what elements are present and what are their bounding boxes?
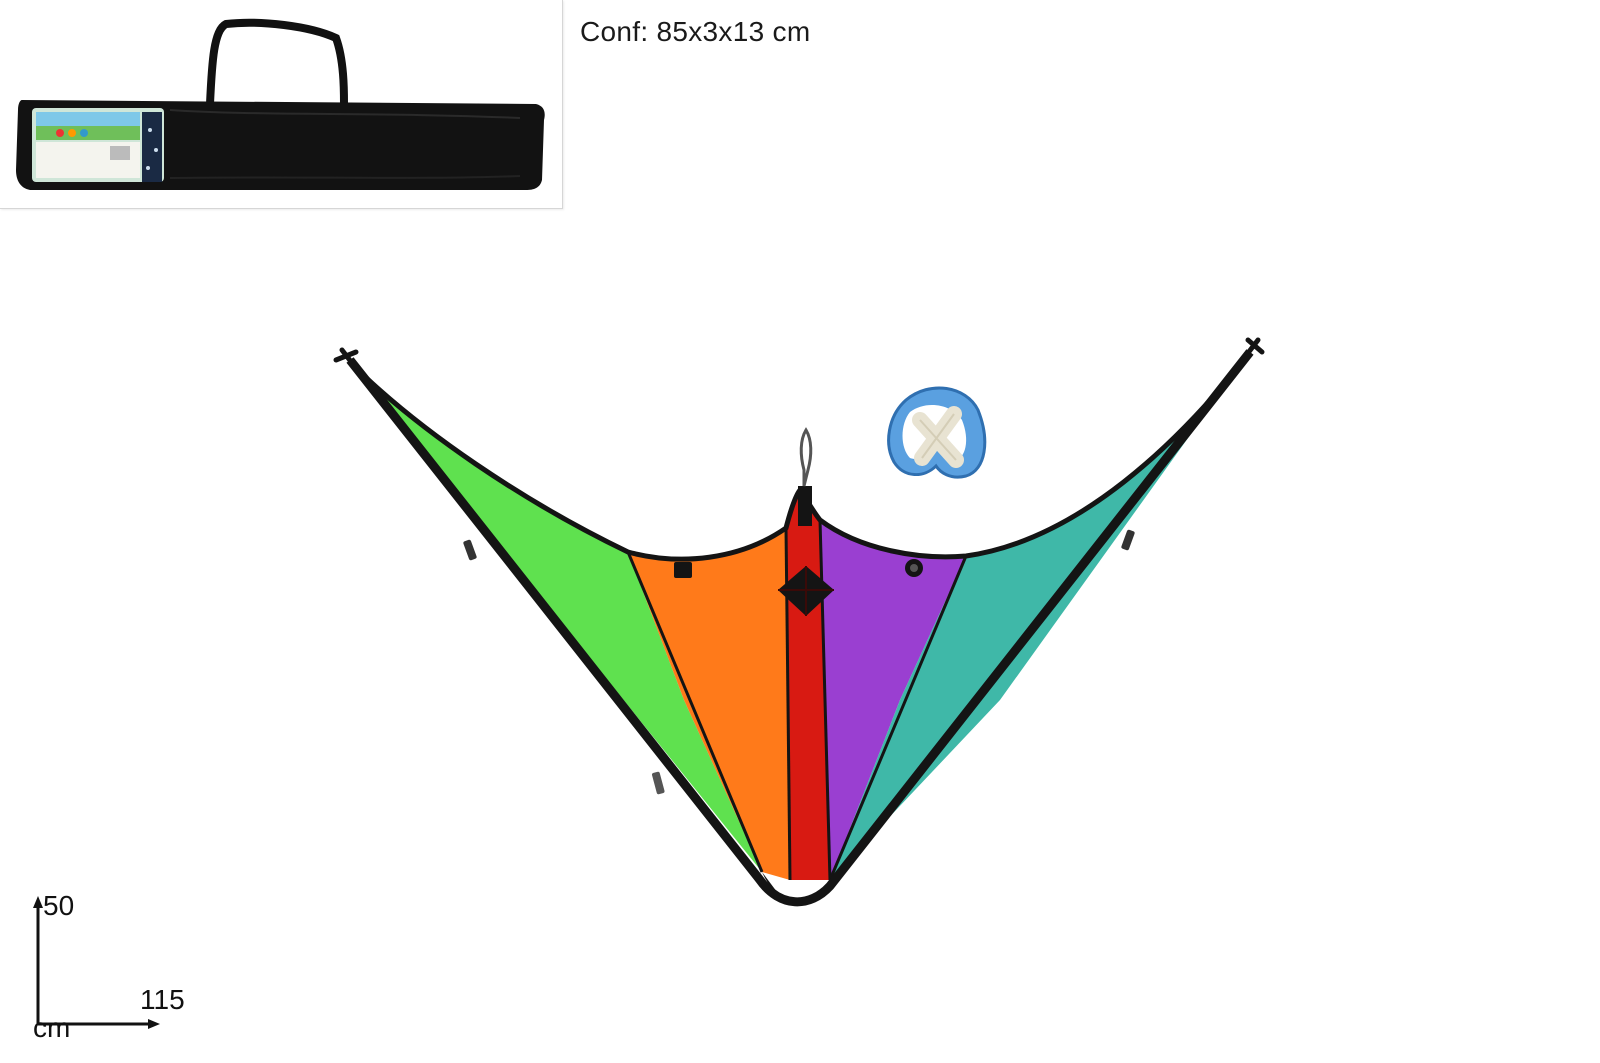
- height-arrow-icon: [33, 896, 43, 908]
- width-arrow-icon: [148, 1019, 160, 1029]
- kite-panel-orange: [628, 528, 790, 880]
- packaging-inset: [0, 0, 563, 209]
- height-dimension-label: 50: [43, 890, 75, 921]
- line-reel: [887, 386, 987, 479]
- kite-line-clip: [799, 427, 813, 487]
- carry-bag-image: [16, 18, 545, 190]
- width-dimension-label: 115: [140, 984, 185, 1015]
- kite-leading-edges: [346, 349, 1254, 907]
- kite-panel-purple: [820, 520, 966, 880]
- kite-nose: [762, 872, 832, 904]
- kite-wingtip-right: [1235, 337, 1265, 369]
- bag-handle: [206, 18, 348, 108]
- kite-wingtip-left: [333, 347, 365, 379]
- package-dimensions-text: Conf: 85x3x13 cm: [580, 16, 811, 47]
- dimension-unit-label: cm: [33, 1012, 71, 1043]
